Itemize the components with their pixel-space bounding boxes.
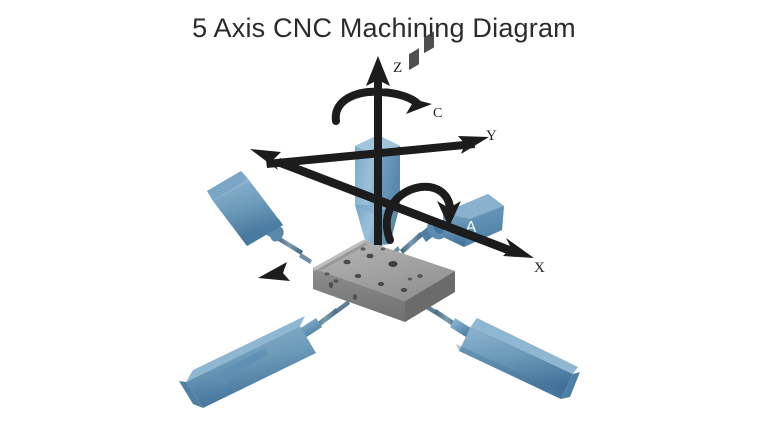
axis-x-arrowhead-positive [503, 238, 534, 258]
workpiece-hole [353, 294, 357, 300]
motor-end-cap [207, 171, 248, 201]
axis-z: Z [366, 56, 402, 245]
rotary-a-arrowhead [437, 201, 461, 227]
axis-label-z: Z [393, 60, 402, 76]
workpiece-pocket-2 [424, 31, 434, 54]
workpiece-hole [354, 273, 362, 279]
axis-x: X [258, 158, 545, 281]
workpiece-hole [377, 281, 385, 287]
axis-label-y: Y [486, 128, 497, 144]
workpiece-block [313, 31, 455, 322]
workpiece-hole [407, 277, 413, 281]
workpiece-top-lip [318, 243, 368, 270]
spindle-lower-left [179, 300, 350, 408]
axis-y-arrowhead-positive [458, 136, 489, 154]
tool-tip [336, 300, 350, 313]
workpiece-hole [324, 272, 330, 276]
axis-label-x: X [534, 260, 545, 276]
workpiece-top-face [313, 240, 455, 301]
axis-z-shaft [374, 80, 382, 245]
rotary-c-arrowhead [405, 97, 432, 114]
workpiece-hole [417, 274, 423, 278]
axis-z-arrowhead [366, 56, 390, 86]
axis-y-shaft [266, 140, 475, 168]
rotary-axis-c: C [331, 87, 442, 125]
motor-end-cap [561, 372, 580, 399]
motor-body-top [443, 194, 504, 219]
workpiece-hole [400, 287, 408, 293]
rotary-label-c: C [433, 106, 442, 121]
axis-system: Z Y X C [250, 56, 545, 281]
workpiece-hole [380, 247, 386, 251]
workpiece-right-face [405, 271, 455, 322]
workpiece-hole [388, 261, 398, 267]
workpiece-hole [333, 279, 339, 283]
tool-tip [299, 253, 312, 264]
motor-end-cap [179, 381, 203, 408]
axis-x-arrowhead-negative [258, 262, 290, 281]
workpiece-hole [328, 282, 334, 288]
motor-body-shade [243, 219, 283, 246]
rotary-axis-a [382, 182, 461, 244]
workpiece-edge-highlight [313, 240, 364, 271]
page-title: 5 Axis CNC Machining Diagram [192, 13, 576, 43]
spindle-lower-right [423, 303, 580, 399]
rotary-a-arc [382, 182, 454, 244]
workpiece-hole [360, 247, 366, 251]
workpiece-hole [343, 259, 351, 265]
axis-y: Y [250, 128, 497, 170]
motor-body-top [186, 316, 305, 382]
tool-shank [275, 235, 303, 255]
motor-arrow-decal [214, 348, 268, 385]
motor-label-a: A [466, 219, 477, 236]
spindle-upper-left [207, 171, 312, 264]
motor-body [459, 326, 573, 399]
tool-shank [400, 232, 423, 254]
motor-body [186, 326, 316, 408]
axis-y-arrowhead-negative [250, 149, 281, 170]
axis-x-shaft [277, 158, 518, 257]
motor-body-shade [456, 344, 561, 399]
motor-body-top [471, 318, 578, 374]
workpiece-pocket-1 [409, 48, 419, 71]
workpiece-hole [366, 253, 374, 259]
